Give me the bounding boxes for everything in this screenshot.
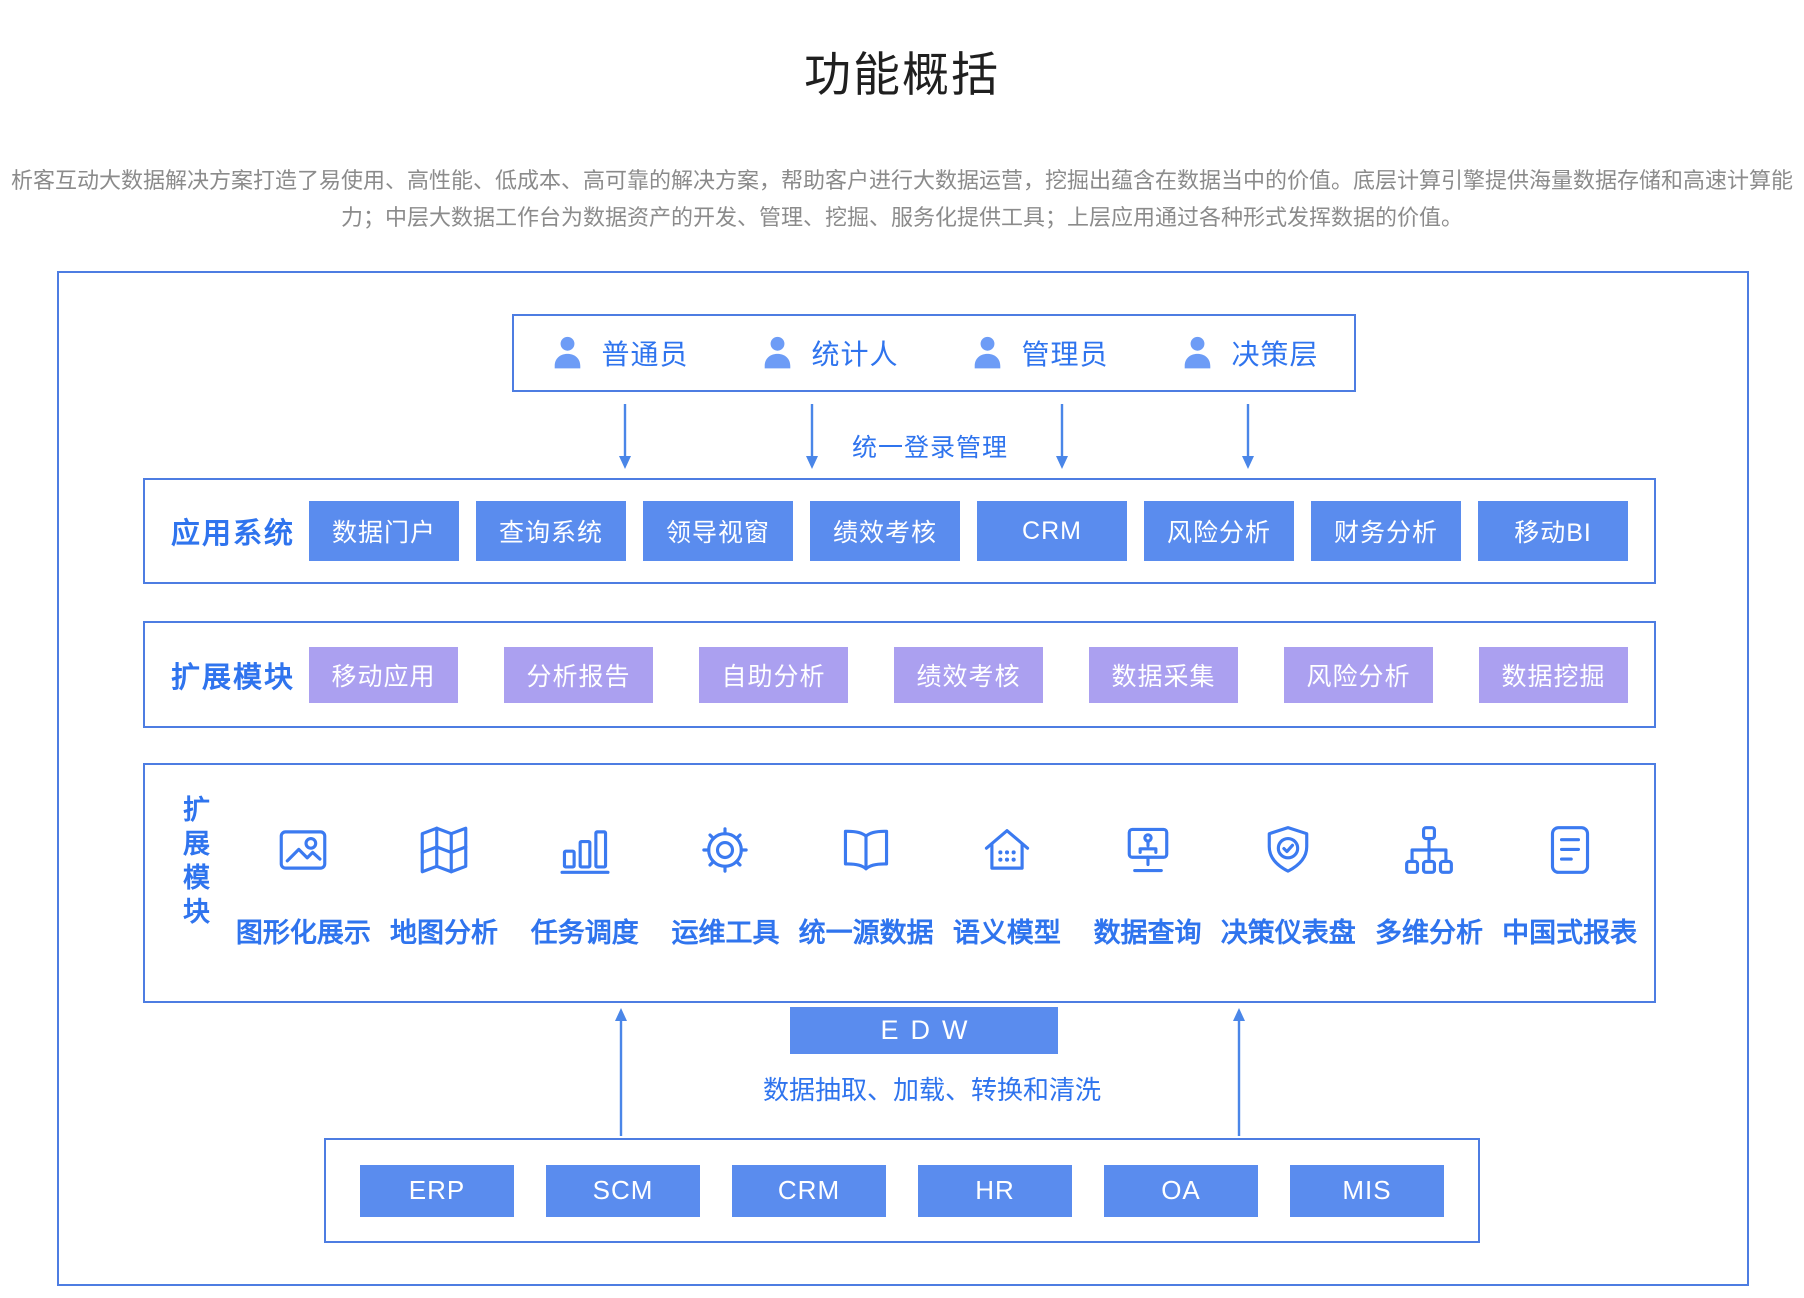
platform-module: 运维工具 xyxy=(655,821,796,950)
user-role: 管理员 xyxy=(969,332,1108,374)
platform-module-label: 地图分析 xyxy=(390,918,499,948)
source-systems-box: ERP SCM CRM HR OA MIS xyxy=(324,1138,1480,1243)
source-system-chip: ERP xyxy=(360,1164,514,1217)
page-description: 析客互动大数据解决方案打造了易使用、高性能、低成本、高可靠的解决方案，帮助客户进… xyxy=(10,168,1793,230)
edw-box: EDW xyxy=(790,1007,1058,1054)
app-system-chip: 数据门户 xyxy=(309,501,460,561)
extension-modules-band: 扩展模块 移动应用 分析报告 自助分析 绩效考核 数据采集 风险分析 数据挖掘 xyxy=(143,621,1656,728)
platform-module-label: 语义模型 xyxy=(952,918,1061,948)
user-role: 决策层 xyxy=(1179,332,1318,374)
user-role-label: 决策层 xyxy=(1231,339,1319,370)
report-icon xyxy=(1541,821,1599,879)
shield-check-icon xyxy=(1259,821,1317,879)
source-system-chip: HR xyxy=(918,1164,1072,1217)
user-role-label: 管理员 xyxy=(1021,339,1109,370)
platform-module-label: 统一源数据 xyxy=(798,918,934,948)
user-icon xyxy=(1185,336,1211,369)
platform-module: 任务调度 xyxy=(514,821,655,950)
up-arrow xyxy=(1233,1008,1245,1136)
platform-module-label: 中国式报表 xyxy=(1502,918,1638,948)
down-arrow xyxy=(619,404,631,469)
extension-modules-label: 扩展模块 xyxy=(171,661,296,694)
platform-module: 数据查询 xyxy=(1077,821,1218,950)
platform-module: 语义模型 xyxy=(937,821,1078,950)
down-arrow xyxy=(806,404,818,469)
platform-module: 统一源数据 xyxy=(796,821,937,950)
app-system-chip: 领导视窗 xyxy=(643,501,794,561)
sitemap-icon xyxy=(1400,821,1458,879)
down-arrow xyxy=(1056,404,1068,469)
platform-module-label: 图形化展示 xyxy=(235,918,371,948)
user-role: 统计人 xyxy=(759,332,898,374)
bar-chart-icon xyxy=(556,821,614,879)
user-role-label: 普通员 xyxy=(601,339,689,370)
platform-module: 多维分析 xyxy=(1359,821,1500,950)
page-title: 功能概括 xyxy=(804,48,1000,101)
extension-modules-chips: 移动应用 分析报告 自助分析 绩效考核 数据采集 风险分析 数据挖掘 xyxy=(309,646,1629,703)
extension-module-chip: 移动应用 xyxy=(309,646,459,703)
user-role: 普通员 xyxy=(549,332,688,374)
source-system-chip: CRM xyxy=(732,1164,886,1217)
app-system-chip: 查询系统 xyxy=(476,501,627,561)
user-role-label: 统计人 xyxy=(811,339,899,370)
user-icon xyxy=(555,336,581,369)
platform-modules-vertical-label: 扩展模块 xyxy=(179,795,209,931)
source-system-chip: MIS xyxy=(1290,1164,1444,1217)
book-icon xyxy=(837,821,895,879)
platform-module-label: 运维工具 xyxy=(671,918,780,948)
app-system-chip: CRM xyxy=(977,501,1128,561)
platform-module-label: 任务调度 xyxy=(530,918,639,948)
platform-module: 决策仪表盘 xyxy=(1218,821,1359,950)
app-systems-label: 应用系统 xyxy=(171,518,296,550)
platform-module: 地图分析 xyxy=(374,821,515,950)
extension-module-chip: 绩效考核 xyxy=(894,646,1044,703)
app-system-chip: 移动BI xyxy=(1478,501,1629,561)
unified-login-label: 统一登录管理 xyxy=(852,434,1009,462)
platform-modules-list: 图形化展示 地图分析 任务调度 运维工具 统一源数据 xyxy=(233,821,1640,950)
gear-icon xyxy=(696,821,754,879)
map-icon xyxy=(415,821,473,879)
platform-module-label: 多维分析 xyxy=(1374,918,1483,948)
extension-module-chip: 自助分析 xyxy=(699,646,849,703)
source-system-chip: OA xyxy=(1104,1164,1258,1217)
app-system-chip: 财务分析 xyxy=(1311,501,1462,561)
monitor-share-icon xyxy=(1119,821,1177,879)
app-system-chip: 绩效考核 xyxy=(810,501,961,561)
user-icon xyxy=(975,336,1001,369)
app-system-chip: 风险分析 xyxy=(1144,501,1295,561)
extension-module-chip: 数据挖掘 xyxy=(1479,646,1629,703)
extension-module-chip: 数据采集 xyxy=(1089,646,1239,703)
extension-module-chip: 风险分析 xyxy=(1284,646,1434,703)
up-arrow xyxy=(615,1008,627,1136)
image-icon xyxy=(274,821,332,879)
platform-module-label: 数据查询 xyxy=(1093,918,1202,948)
app-systems-chips: 数据门户 查询系统 领导视窗 绩效考核 CRM 风险分析 财务分析 移动BI xyxy=(309,501,1629,561)
user-icon xyxy=(765,336,791,369)
platform-module: 图形化展示 xyxy=(233,821,374,950)
diagram-outer-box xyxy=(57,271,1749,1286)
down-arrow xyxy=(1242,404,1254,469)
etl-label: 数据抽取、加载、转换和清洗 xyxy=(762,1075,1101,1105)
platform-modules-box: 扩展模块 图形化展示 地图分析 任务调度 运维工具 xyxy=(143,763,1656,1003)
user-roles-box: 普通员 统计人 管理员 决策层 xyxy=(512,314,1356,392)
app-systems-band: 应用系统 数据门户 查询系统 领导视窗 绩效考核 CRM 风险分析 财务分析 移… xyxy=(143,478,1656,584)
platform-module-label: 决策仪表盘 xyxy=(1220,918,1356,948)
extension-module-chip: 分析报告 xyxy=(504,646,654,703)
house-data-icon xyxy=(978,821,1036,879)
platform-module: 中国式报表 xyxy=(1499,821,1640,950)
source-system-chip: SCM xyxy=(546,1164,700,1217)
